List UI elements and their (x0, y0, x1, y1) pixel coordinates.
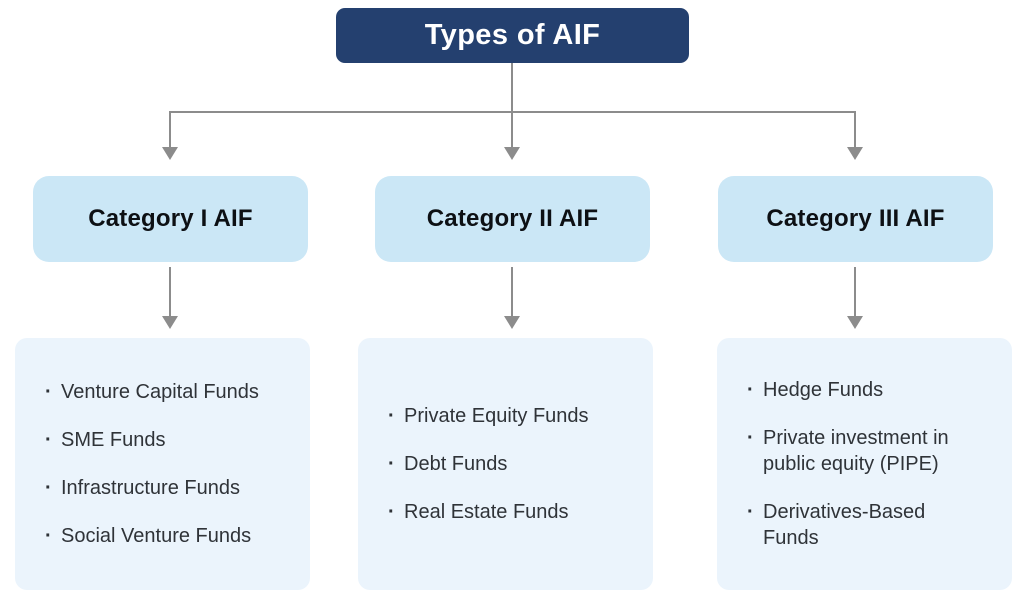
category-1-fund-list: Venture Capital Funds SME Funds Infrastr… (15, 338, 310, 590)
category-3-fund-list: Hedge Funds Private investment in public… (717, 338, 1012, 590)
category-1-label: Category I AIF (88, 205, 253, 232)
category-2-fund-list: Private Equity Funds Debt Funds Real Est… (358, 338, 653, 590)
category-2-label: Category II AIF (426, 205, 599, 232)
arrowhead-list-1 (162, 316, 178, 329)
list-item: SME Funds (45, 427, 292, 453)
list-item: Venture Capital Funds (45, 379, 292, 405)
arrowhead-category-2 (504, 147, 520, 160)
arrowhead-category-1 (162, 147, 178, 160)
category-3-box: Category III AIF (718, 176, 993, 262)
category-2-list-box: Private Equity Funds Debt Funds Real Est… (358, 338, 653, 590)
arrowhead-list-3 (847, 316, 863, 329)
category-1-list-box: Venture Capital Funds SME Funds Infrastr… (15, 338, 310, 590)
list-item: Private Equity Funds (388, 403, 635, 429)
category-1-box: Category I AIF (33, 176, 308, 262)
diagram-title: Types of AIF (336, 8, 689, 63)
list-item: Real Estate Funds (388, 499, 635, 525)
arrowhead-category-3 (847, 147, 863, 160)
diagram-title-label: Types of AIF (424, 19, 601, 51)
list-item: Derivatives-Based Funds (747, 499, 975, 551)
category-3-label: Category III AIF (766, 205, 945, 232)
category-3-list-box: Hedge Funds Private investment in public… (717, 338, 1012, 590)
list-item: Private investment in public equity (PIP… (747, 425, 975, 477)
list-item: Social Venture Funds (45, 523, 292, 549)
list-item: Infrastructure Funds (45, 475, 292, 501)
list-item: Debt Funds (388, 451, 635, 477)
list-item: Hedge Funds (747, 377, 994, 403)
category-2-box: Category II AIF (375, 176, 650, 262)
arrowhead-list-2 (504, 316, 520, 329)
